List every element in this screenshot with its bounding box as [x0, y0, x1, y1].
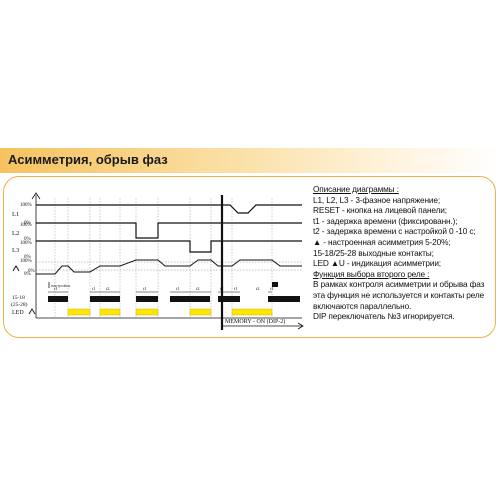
relay-output-bars	[48, 282, 300, 302]
description-line: ▲ - настроенная асимметрия 5-20%;	[313, 236, 451, 247]
l3-signal	[36, 240, 302, 253]
y-axis-arrow	[31, 192, 41, 200]
asym-max-label: 100%	[20, 259, 32, 264]
row-label-relay-a: 15-18	[12, 295, 25, 301]
description-line: 15-18/25-28 выходные контакты;	[313, 247, 434, 258]
row-label-l1: L1	[12, 211, 19, 218]
settings-annotation: настройка	[51, 283, 71, 288]
row-label-l3: L3	[12, 247, 19, 254]
timing-label: t1	[54, 286, 58, 291]
asymmetry-icon	[12, 265, 20, 272]
description-line: t1 - задержка времени (фиксированн.);	[313, 215, 458, 226]
description-line: LED ▲U - индикация асимметрии;	[313, 258, 441, 269]
asymmetry-signal	[36, 259, 302, 275]
description-line: RESET - кнопка на лицевой панели;	[313, 205, 447, 216]
row-label-relay-b: (25-28)	[11, 301, 28, 308]
section-banner: Асимметрия, обрыв фаз	[0, 148, 500, 173]
led-indicators	[67, 308, 273, 316]
l1-min-label: 0%	[24, 221, 31, 226]
timing-label: t1	[176, 286, 180, 291]
timing-label: t2	[256, 286, 260, 291]
l3-max-label: 100%	[20, 241, 32, 246]
l1-max-label: 100%	[20, 203, 32, 208]
row-label-l2: L2	[12, 230, 19, 237]
second-relay-heading: Функция выбора второго реле :	[313, 268, 430, 279]
description-heading: Описание диаграммы :	[313, 184, 399, 194]
description-line: t2 - задержка времени с настройкой 0 -10…	[313, 226, 476, 237]
l1-signal	[36, 204, 302, 214]
asym-min-label: 0%	[24, 272, 31, 277]
l2-min-label: 0%	[24, 237, 31, 242]
timing-label: t1	[270, 286, 274, 291]
row-label-led: LED	[12, 310, 24, 316]
l2-max-label: 100%	[20, 223, 32, 228]
memory-arrow-head	[297, 322, 304, 330]
asym-zero-label: 0%	[28, 269, 35, 274]
memory-label: MEMORY - ON (DIP-2)	[225, 318, 285, 325]
section-title: Асимметрия, обрыв фаз	[8, 152, 168, 167]
asym-reference-lines	[36, 261, 302, 271]
description-panel: Описание диаграммы : L1, L2, L3 - 3-фазн…	[313, 184, 497, 322]
timing-label: t1	[143, 286, 147, 291]
l3-min-label: 0%	[24, 255, 31, 260]
timing-label: t2	[196, 286, 200, 291]
description-line: L1, L2, L3 - 3-фазное напряжение;	[313, 194, 440, 205]
l2-signal	[36, 222, 302, 239]
led-asymmetry-icon	[28, 308, 36, 315]
dip-note: DIP переключатель №3 игнорируется.	[313, 311, 455, 322]
timing-label: t2	[106, 286, 110, 291]
timing-label: t1	[234, 286, 238, 291]
second-relay-text: В рамках контроля асимметрии и обрыва фа…	[313, 279, 485, 311]
timing-label: t1	[92, 286, 96, 291]
